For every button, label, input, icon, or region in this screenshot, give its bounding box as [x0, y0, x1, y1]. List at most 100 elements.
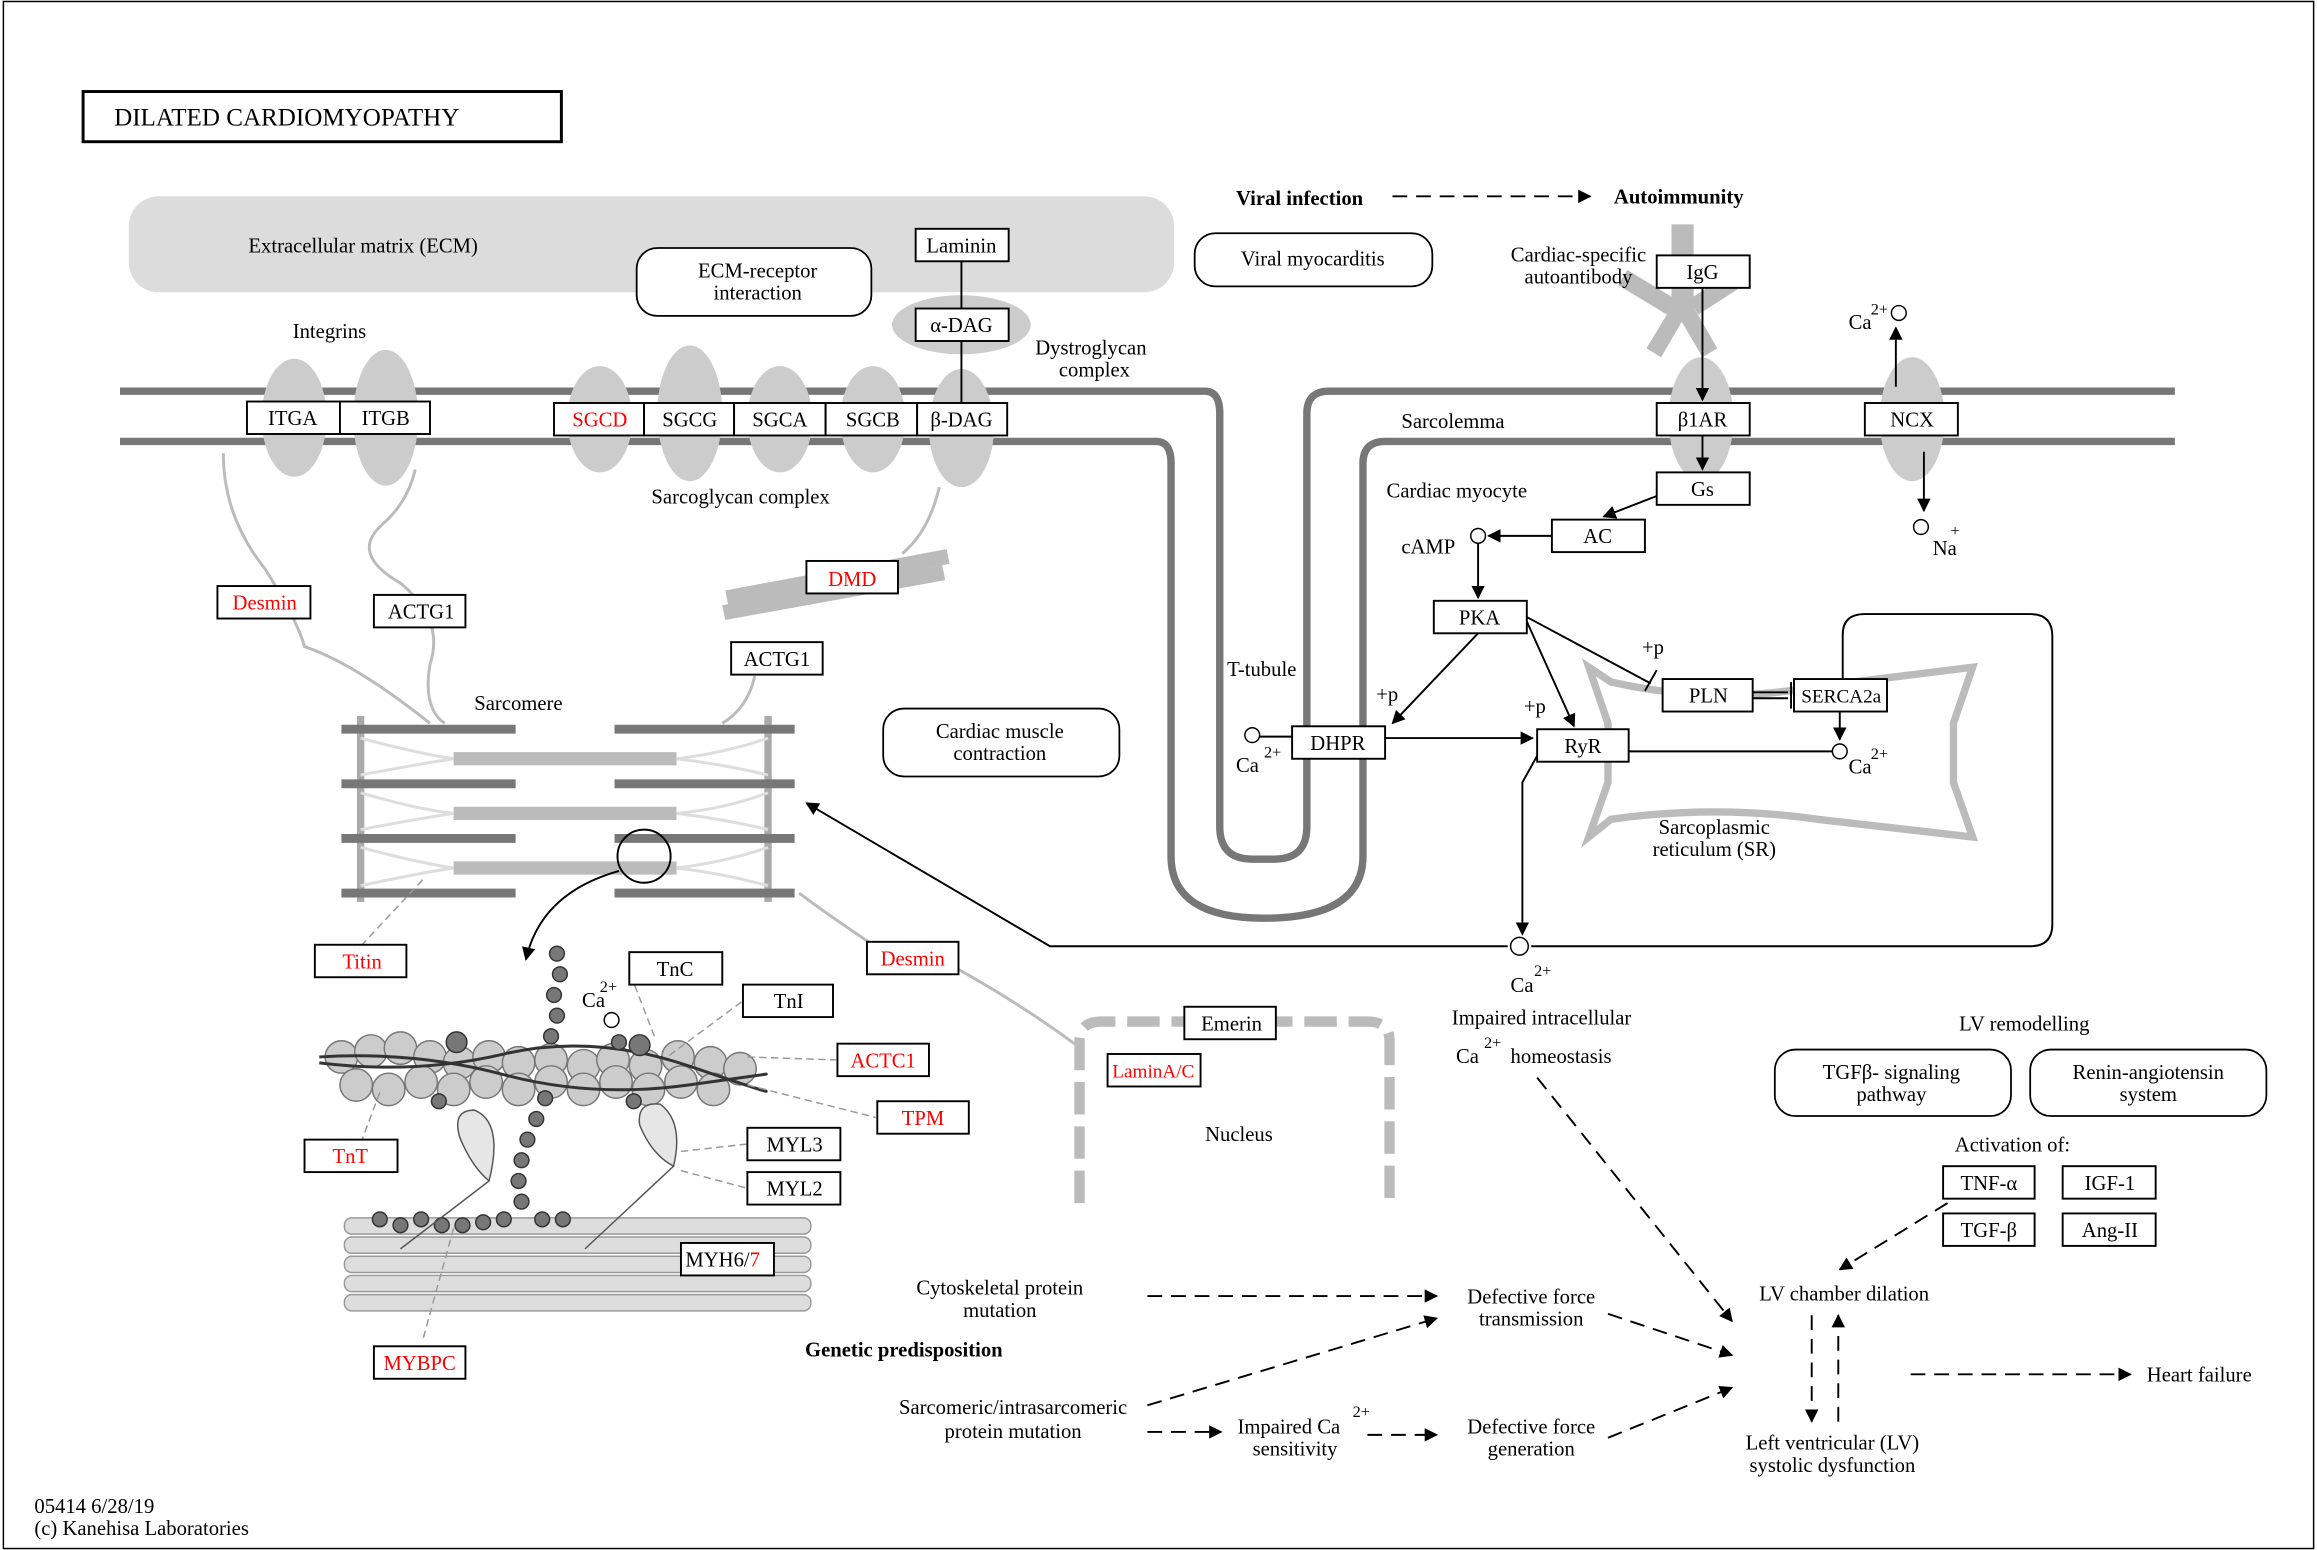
gene-ac[interactable]: AC: [1550, 518, 1646, 554]
activation-label: Activation of:: [1955, 1134, 2070, 1156]
dystroglycan-label: Dystroglycan: [1035, 337, 1147, 359]
gene-titin[interactable]: Titin: [313, 943, 408, 979]
outcome-arrows: [1147, 1077, 2132, 1442]
svg-text:MYH6/7: MYH6/7: [685, 1250, 760, 1272]
gene-label: PLN: [1689, 686, 1728, 708]
gene-lamin-a-c[interactable]: LaminA/C: [1106, 1053, 1202, 1088]
link-label: Renin-angiotensin: [2073, 1062, 2225, 1084]
gene-actc1[interactable]: ACTC1: [836, 1042, 930, 1078]
gene-myh6-7[interactable]: MYH6/7: [679, 1241, 775, 1277]
ca-sup: 2+: [1871, 745, 1888, 763]
gene-label: ACTC1: [850, 1050, 915, 1072]
gene-laminin[interactable]: Laminin: [914, 227, 1010, 263]
heart-failure-label: Heart failure: [2147, 1365, 2252, 1387]
gene-sgca[interactable]: SGCA: [733, 402, 827, 437]
ca-sup: 2+: [1264, 743, 1281, 761]
impaired-ca-sensitivity-label: Impaired Ca: [1237, 1416, 1340, 1438]
ca-label: Ca: [1236, 755, 1259, 777]
gene-label: Desmin: [233, 593, 298, 615]
gene-dmd[interactable]: DMD: [805, 559, 899, 595]
gene-myl2[interactable]: MYL2: [746, 1171, 842, 1206]
link-label: TGFβ- signaling: [1823, 1062, 1960, 1084]
gene-tnf-alpha[interactable]: TNF-α: [1942, 1165, 2036, 1200]
gene-beta-dag[interactable]: β-DAG: [916, 402, 1009, 437]
defective-transmission-label: Defective force: [1467, 1286, 1595, 1308]
gene-tnt[interactable]: TnT: [303, 1138, 399, 1174]
gene-ncx[interactable]: NCX: [1863, 402, 1959, 437]
ca-sup: 2+: [1353, 1403, 1370, 1421]
gene-label: ITGB: [362, 408, 410, 430]
gene-igg[interactable]: IgG: [1655, 254, 1751, 289]
ca-label: Ca: [582, 990, 605, 1012]
ca-sup: 2+: [1871, 300, 1888, 318]
gene-label: α-DAG: [930, 315, 993, 337]
gene-ryr[interactable]: RyR: [1536, 728, 1630, 763]
ecm-label: Extracellular matrix (ECM): [248, 235, 477, 257]
gene-mybpc[interactable]: MYBPC: [372, 1345, 467, 1380]
gene-tpm[interactable]: TPM: [876, 1100, 970, 1135]
ecm-region: [128, 196, 1174, 293]
nucleus-label: Nucleus: [1205, 1124, 1273, 1146]
leader-lines: [361, 879, 876, 1341]
gene-emerin[interactable]: Emerin: [1183, 1005, 1277, 1041]
gene-label: IGF-1: [2085, 1173, 2136, 1195]
gene-serca2a[interactable]: SERCA2a: [1793, 678, 1888, 713]
link-label: Viral myocarditis: [1241, 249, 1385, 271]
gene-itga[interactable]: ITGA: [245, 400, 341, 435]
ca-sup: 2+: [600, 978, 617, 996]
gene-sgcg[interactable]: SGCG: [643, 402, 736, 437]
defective-generation-label: generation: [1488, 1439, 1576, 1461]
gene-label: MYBPC: [384, 1353, 456, 1375]
gene-label: AC: [1583, 526, 1612, 548]
gene-igf1[interactable]: IGF-1: [2061, 1165, 2157, 1200]
genetic-predisposition-label: Genetic predisposition: [805, 1340, 1003, 1362]
gene-myl3[interactable]: MYL3: [746, 1126, 842, 1162]
gene-label: MYH6/: [685, 1250, 750, 1272]
arrow-pka-ryr: [1525, 621, 1576, 728]
gene-tgf-beta[interactable]: TGF-β: [1942, 1212, 2036, 1247]
inhibit-bar: [1644, 669, 1658, 692]
gene-label: TGF-β: [1961, 1220, 2017, 1242]
sarcomere-label: Sarcomere: [474, 693, 562, 715]
t-tubule-label: T-tubule: [1227, 659, 1296, 681]
autoimmunity-label: Autoimmunity: [1614, 187, 1744, 209]
gene-label: SGCA: [752, 410, 807, 432]
gene-pln[interactable]: PLN: [1661, 678, 1754, 713]
gene-gs[interactable]: Gs: [1655, 471, 1751, 506]
na-label: Na: [1933, 538, 1957, 560]
cardiac-contraction-link[interactable]: Cardiac muscle contraction: [882, 707, 1121, 778]
gene-itgb[interactable]: ITGB: [338, 400, 431, 435]
gene-b1ar[interactable]: β1AR: [1655, 402, 1751, 437]
gene-tni[interactable]: TnI: [741, 983, 834, 1019]
gene-alpha-dag[interactable]: α-DAG: [914, 307, 1010, 342]
link-label: pathway: [1856, 1084, 1927, 1106]
gene-desmin-mid[interactable]: Desmin: [865, 940, 960, 976]
gene-sgcb[interactable]: SGCB: [824, 402, 919, 437]
gene-label: Ang-II: [2082, 1220, 2138, 1242]
renin-angiotensin-link[interactable]: Renin-angiotensin system: [2029, 1048, 2268, 1117]
arrow-ca-sarcomere: [805, 802, 1508, 948]
viral-myocarditis-link[interactable]: Viral myocarditis: [1193, 232, 1434, 288]
gene-tnc[interactable]: TnC: [628, 951, 724, 986]
ecm-receptor-link[interactable]: ECM-receptor interaction: [635, 247, 873, 317]
gene-label: SGCB: [846, 410, 900, 432]
gene-label: Laminin: [926, 235, 997, 257]
gene-actg1-a[interactable]: ACTG1: [372, 593, 467, 629]
gene-label: IgG: [1686, 262, 1718, 284]
gene-ang2[interactable]: Ang-II: [2061, 1212, 2157, 1247]
sr-label: Sarcoplasmic: [1659, 817, 1770, 839]
zoom-arrow: [522, 870, 620, 961]
gene-actg1-b[interactable]: ACTG1: [730, 641, 824, 676]
gene-sgcd[interactable]: SGCD: [553, 402, 646, 437]
gene-label: Gs: [1691, 479, 1714, 501]
gene-desmin-top[interactable]: Desmin: [216, 585, 312, 620]
lv-remodelling-label: LV remodelling: [1959, 1013, 2089, 1035]
gene-label: ACTG1: [744, 649, 811, 671]
gene-pka[interactable]: PKA: [1432, 599, 1528, 635]
tgfb-signaling-link[interactable]: TGFβ- signaling pathway: [1773, 1048, 2012, 1117]
ca-label: Ca: [1849, 312, 1872, 334]
antibody-arm: [1618, 269, 1677, 315]
gene-label: β-DAG: [930, 410, 992, 432]
gene-dhpr[interactable]: DHPR: [1291, 725, 1387, 760]
arrow-pka-dhpr: [1391, 632, 1479, 725]
